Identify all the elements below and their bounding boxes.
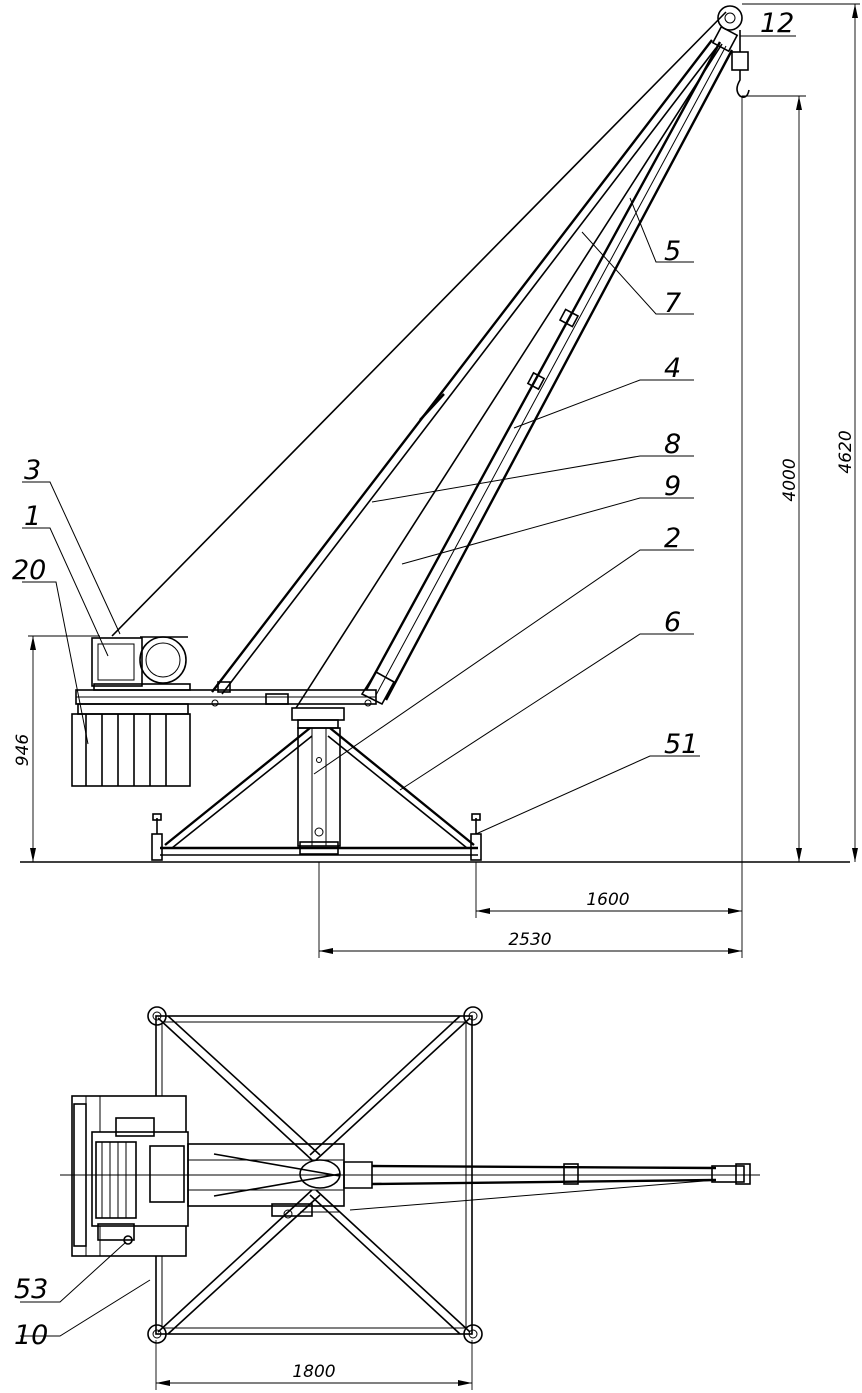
side-view: 12 5 7 4 8 9 2 6 51 3 1 20 xyxy=(12,3,860,958)
label-12: 12 xyxy=(760,8,794,39)
label-10: 10 xyxy=(14,1320,48,1351)
label-8: 8 xyxy=(664,429,681,460)
strut xyxy=(211,39,717,695)
dim-2530: 2530 xyxy=(508,930,551,950)
label-9: 9 xyxy=(664,471,681,502)
boom-top xyxy=(60,1143,760,1219)
label-2: 2 xyxy=(664,523,681,554)
label-4: 4 xyxy=(664,353,681,384)
label-20: 20 xyxy=(12,555,46,586)
label-3: 3 xyxy=(24,455,41,486)
label-1: 1 xyxy=(24,501,41,532)
base-frame xyxy=(151,727,482,861)
top-view: 53 10 1800 xyxy=(14,1006,760,1390)
leader-lines xyxy=(22,35,796,835)
dim-946: 946 xyxy=(13,734,33,767)
dimension-lines xyxy=(28,3,860,958)
boom-tip xyxy=(711,5,750,98)
dim-4000: 4000 xyxy=(780,458,800,501)
label-6: 6 xyxy=(664,607,681,638)
counterweight xyxy=(71,703,191,787)
dim-4620: 4620 xyxy=(836,430,856,473)
winch xyxy=(91,636,191,691)
label-53: 53 xyxy=(14,1274,48,1305)
hoist-rope xyxy=(295,43,723,709)
dim-1600: 1600 xyxy=(586,890,629,910)
dim-1800: 1800 xyxy=(292,1362,335,1382)
base-square xyxy=(147,1006,483,1344)
label-7: 7 xyxy=(664,288,681,319)
guy-rope xyxy=(111,11,727,637)
boom xyxy=(360,41,734,706)
label-51: 51 xyxy=(664,729,698,760)
winch-top xyxy=(91,1117,189,1245)
label-5: 5 xyxy=(664,236,681,267)
